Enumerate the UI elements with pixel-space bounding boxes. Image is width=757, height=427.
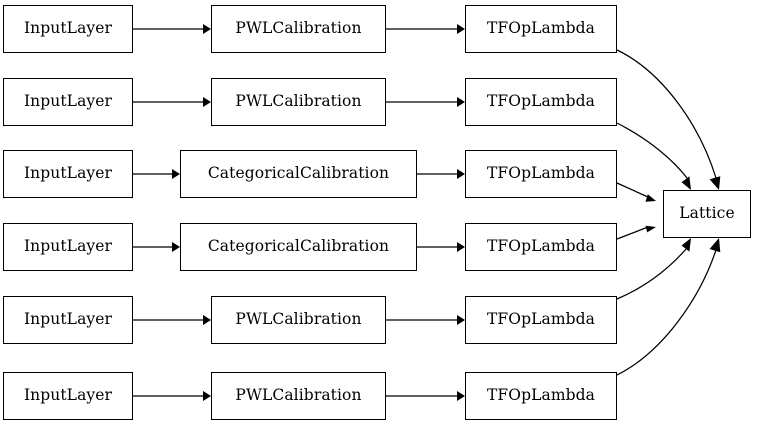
node-op-1[interactable]: TFOpLambda bbox=[465, 5, 617, 53]
node-label: CategoricalCalibration bbox=[207, 164, 390, 183]
node-label: TFOpLambda bbox=[486, 92, 596, 111]
node-label: InputLayer bbox=[23, 19, 113, 38]
node-calibration-3[interactable]: CategoricalCalibration bbox=[180, 150, 417, 198]
node-calibration-6[interactable]: PWLCalibration bbox=[211, 372, 386, 420]
node-label: TFOpLambda bbox=[486, 310, 596, 329]
edge-input-to-calibration-row-1 bbox=[133, 24, 211, 34]
node-lattice-output[interactable]: Lattice bbox=[663, 190, 751, 238]
node-label: Lattice bbox=[679, 204, 735, 223]
node-calibration-2[interactable]: PWLCalibration bbox=[211, 78, 386, 126]
edge-input-to-calibration-row-4 bbox=[133, 242, 180, 252]
edge-input-to-calibration-row-6 bbox=[133, 391, 211, 401]
node-label: CategoricalCalibration bbox=[207, 237, 390, 256]
node-label: PWLCalibration bbox=[235, 92, 362, 111]
node-label: InputLayer bbox=[23, 237, 113, 256]
node-label: TFOpLambda bbox=[486, 164, 596, 183]
edge-input-to-calibration-row-3 bbox=[133, 169, 180, 179]
node-label: PWLCalibration bbox=[235, 386, 362, 405]
edge-op-to-lattice-row-2 bbox=[616, 122, 691, 190]
node-label: InputLayer bbox=[23, 386, 113, 405]
node-label: InputLayer bbox=[23, 92, 113, 111]
node-input-layer-6[interactable]: InputLayer bbox=[3, 372, 133, 420]
node-op-3[interactable]: TFOpLambda bbox=[465, 150, 617, 198]
edge-calibration-to-op-row-2 bbox=[386, 97, 465, 107]
edge-op-to-lattice-row-3 bbox=[616, 182, 656, 202]
node-input-layer-5[interactable]: InputLayer bbox=[3, 296, 133, 344]
node-calibration-1[interactable]: PWLCalibration bbox=[211, 5, 386, 53]
node-label: PWLCalibration bbox=[235, 310, 362, 329]
edge-input-to-calibration-row-5 bbox=[133, 315, 211, 325]
edge-calibration-to-op-row-6 bbox=[386, 391, 465, 401]
node-input-layer-2[interactable]: InputLayer bbox=[3, 78, 133, 126]
edge-op-to-lattice-row-5 bbox=[616, 238, 691, 300]
node-calibration-4[interactable]: CategoricalCalibration bbox=[180, 223, 417, 271]
node-input-layer-4[interactable]: InputLayer bbox=[3, 223, 133, 271]
node-op-2[interactable]: TFOpLambda bbox=[465, 78, 617, 126]
node-op-4[interactable]: TFOpLambda bbox=[465, 223, 617, 271]
edge-calibration-to-op-row-1 bbox=[386, 24, 465, 34]
node-label: TFOpLambda bbox=[486, 386, 596, 405]
edge-op-to-lattice-row-4 bbox=[616, 225, 656, 240]
node-label: InputLayer bbox=[23, 164, 113, 183]
edge-calibration-to-op-row-5 bbox=[386, 315, 465, 325]
node-input-layer-1[interactable]: InputLayer bbox=[3, 5, 133, 53]
edge-calibration-to-op-row-4 bbox=[417, 242, 465, 252]
node-op-6[interactable]: TFOpLambda bbox=[465, 372, 617, 420]
node-label: TFOpLambda bbox=[486, 19, 596, 38]
edge-op-to-lattice-row-6 bbox=[616, 238, 721, 376]
edge-input-to-calibration-row-2 bbox=[133, 97, 211, 107]
node-label: TFOpLambda bbox=[486, 237, 596, 256]
node-calibration-5[interactable]: PWLCalibration bbox=[211, 296, 386, 344]
node-input-layer-3[interactable]: InputLayer bbox=[3, 150, 133, 198]
node-label: InputLayer bbox=[23, 310, 113, 329]
node-op-5[interactable]: TFOpLambda bbox=[465, 296, 617, 344]
edge-op-to-lattice-row-1 bbox=[616, 49, 721, 190]
edge-calibration-to-op-row-3 bbox=[417, 169, 465, 179]
node-label: PWLCalibration bbox=[235, 19, 362, 38]
